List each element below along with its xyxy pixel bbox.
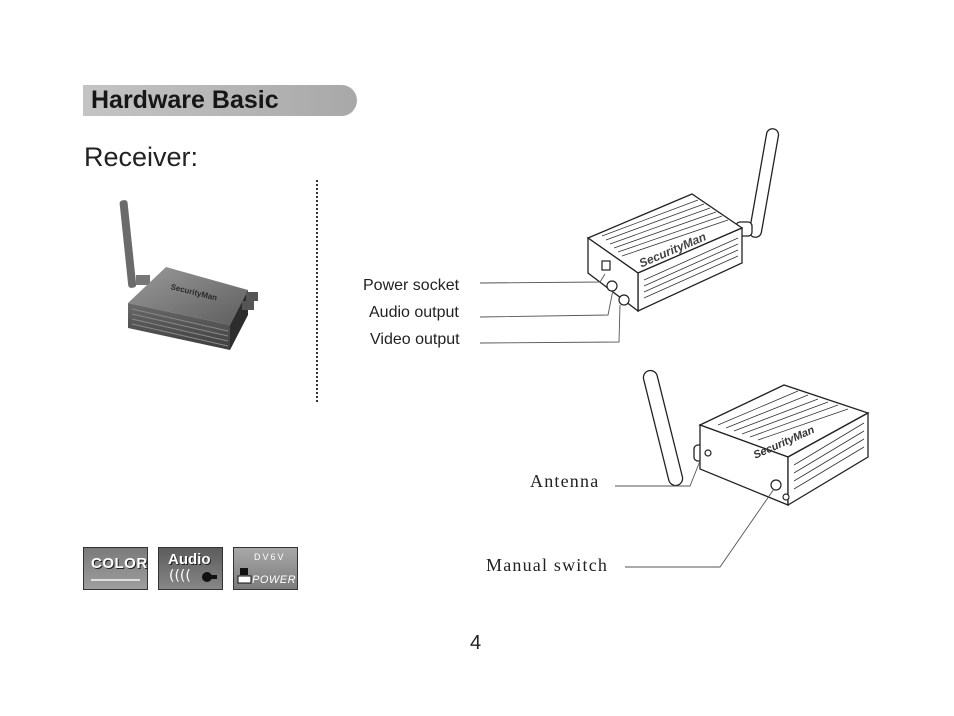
sound-wave-icon: (((( — [169, 568, 191, 584]
section-banner: Hardware Basic — [83, 85, 357, 116]
upper-callout-lines — [479, 273, 621, 344]
page-number: 4 — [470, 632, 482, 654]
receiver-heading: Receiver: — [84, 142, 199, 172]
manual-switch-knob — [770, 479, 782, 491]
power-badge: DV6V POWER — [233, 547, 298, 590]
speaker-icon — [202, 572, 217, 582]
power-badge-label: POWER — [252, 574, 297, 586]
power-badge-voltage: DV6V — [254, 552, 286, 562]
receiver-front-drawing: SecurityMan — [642, 369, 870, 507]
color-badge-label: COLOR — [91, 555, 148, 572]
dotted-divider — [316, 180, 320, 402]
color-badge-bar — [91, 579, 140, 581]
callout-audio-output: Audio output — [369, 304, 459, 321]
lower-callout-lines — [615, 460, 775, 568]
audio-jack — [606, 280, 618, 292]
callout-antenna: Antenna — [530, 471, 600, 491]
audio-badge-label: Audio — [168, 551, 211, 568]
callout-video-output: Video output — [370, 331, 460, 348]
color-badge: COLOR — [83, 547, 148, 590]
video-jack — [618, 294, 630, 306]
section-title: Hardware Basic — [91, 86, 279, 114]
plug-icon — [237, 568, 252, 584]
audio-badge: Audio (((( — [158, 547, 223, 590]
receiver-photo: SecurityMan — [119, 200, 258, 350]
power-socket-port — [601, 260, 611, 271]
callout-power-socket: Power socket — [363, 277, 460, 294]
callout-manual-switch: Manual switch — [486, 555, 609, 575]
receiver-rear-drawing: SecurityMan — [586, 128, 780, 313]
